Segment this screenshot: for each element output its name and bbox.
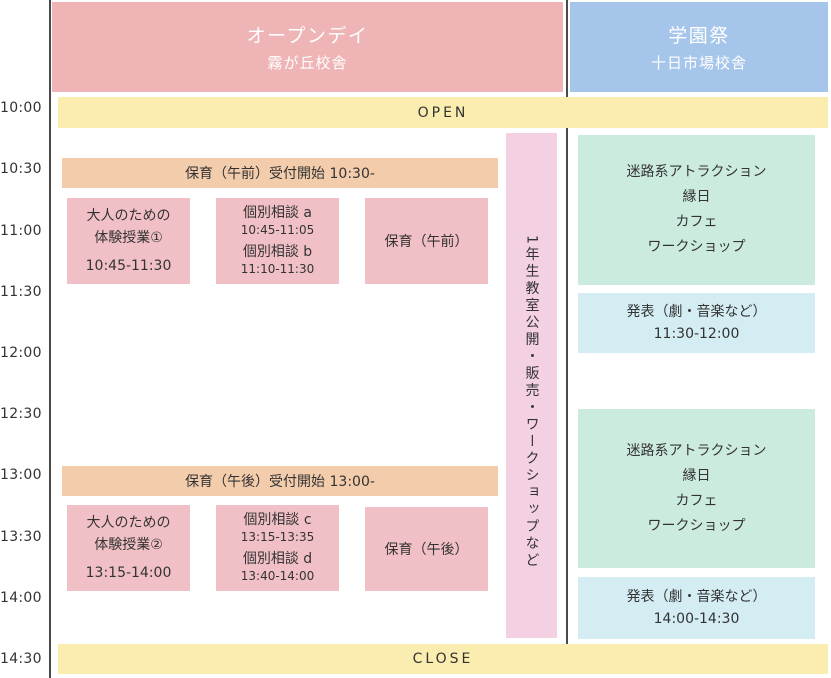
open-day-header: オープンデイ 霧が丘校舎 bbox=[52, 2, 563, 92]
attraction-maze: 迷路系アトラクション bbox=[626, 442, 767, 459]
consult-d-time: 13:40-14:00 bbox=[240, 568, 315, 583]
attraction-workshop: ワークショップ bbox=[647, 517, 746, 534]
afternoon-class-line1: 大人のための bbox=[86, 515, 171, 531]
presentation-time: 14:00-14:30 bbox=[653, 611, 740, 627]
consult-a-time: 10:45-11:05 bbox=[240, 222, 315, 237]
afternoon-childcare: 保育（午後） bbox=[365, 507, 488, 591]
attraction-festival-stalls: 縁日 bbox=[682, 467, 711, 484]
open-day-title: オープンデイ bbox=[246, 25, 369, 47]
time-label: 10:00 bbox=[0, 100, 42, 116]
afternoon-trial-class: 大人のための 体験授業② 13:15-14:00 bbox=[67, 505, 190, 591]
festival-title: 学園祭 bbox=[668, 25, 730, 47]
time-label: 13:00 bbox=[0, 467, 42, 483]
time-label: 13:30 bbox=[0, 529, 42, 545]
time-label: 11:00 bbox=[0, 223, 42, 239]
afternoon-childcare-reception: 保育（午後）受付開始 13:00- bbox=[62, 466, 498, 496]
time-label: 14:00 bbox=[0, 590, 42, 606]
open-bar: OPEN bbox=[58, 97, 828, 128]
consult-c-time: 13:15-13:35 bbox=[240, 529, 315, 544]
time-label: 12:30 bbox=[0, 406, 42, 422]
consult-d-label: 個別相談 d bbox=[242, 550, 313, 567]
divider-middle bbox=[566, 0, 568, 646]
morning-consultation: 個別相談 a 10:45-11:05 個別相談 b 11:10-11:30 bbox=[216, 198, 339, 284]
attraction-cafe: カフェ bbox=[675, 214, 718, 230]
divider-left bbox=[49, 0, 51, 678]
consult-b-label: 個別相談 b bbox=[242, 243, 313, 260]
festival-campus: 十日市場校舎 bbox=[650, 54, 747, 72]
time-label: 11:30 bbox=[0, 284, 42, 300]
afternoon-consultation: 個別相談 c 13:15-13:35 個別相談 d 13:40-14:00 bbox=[216, 505, 339, 591]
attraction-workshop: ワークショップ bbox=[647, 239, 746, 255]
close-bar: CLOSE bbox=[58, 644, 828, 674]
festival-header: 学園祭 十日市場校舎 bbox=[570, 2, 828, 92]
presentation-morning: 発表（劇・音楽など） 11:30-12:00 bbox=[578, 293, 815, 353]
attraction-maze: 迷路系アトラクション bbox=[626, 164, 767, 180]
afternoon-class-time: 13:15-14:00 bbox=[85, 565, 172, 581]
festival-attractions-morning: 迷路系アトラクション 縁日 カフェ ワークショップ bbox=[578, 135, 815, 285]
morning-class-time: 10:45-11:30 bbox=[85, 258, 172, 274]
classroom-open-text: 1年生教室公開・販売・ワークショップなど bbox=[523, 235, 540, 570]
consult-a-label: 個別相談 a bbox=[242, 204, 313, 221]
morning-childcare-reception: 保育（午前）受付開始 10:30- bbox=[62, 158, 498, 188]
consult-b-time: 11:10-11:30 bbox=[240, 261, 315, 276]
classroom-open-bar: 1年生教室公開・販売・ワークショップなど bbox=[506, 133, 557, 638]
open-day-campus: 霧が丘校舎 bbox=[267, 54, 348, 72]
consult-c-label: 個別相談 c bbox=[243, 511, 312, 528]
morning-class-line1: 大人のための bbox=[86, 208, 171, 224]
festival-attractions-afternoon: 迷路系アトラクション 縁日 カフェ ワークショップ bbox=[578, 409, 815, 568]
time-label: 12:00 bbox=[0, 345, 42, 361]
time-label: 10:30 bbox=[0, 161, 42, 177]
time-label: 14:30 bbox=[0, 651, 42, 667]
attraction-festival-stalls: 縁日 bbox=[682, 189, 711, 205]
morning-childcare: 保育（午前） bbox=[365, 198, 488, 284]
presentation-title: 発表（劇・音楽など） bbox=[626, 589, 767, 605]
morning-trial-class: 大人のための 体験授業① 10:45-11:30 bbox=[67, 198, 190, 284]
presentation-title: 発表（劇・音楽など） bbox=[626, 304, 767, 320]
presentation-time: 11:30-12:00 bbox=[653, 326, 740, 342]
presentation-afternoon: 発表（劇・音楽など） 14:00-14:30 bbox=[578, 577, 815, 639]
attraction-cafe: カフェ bbox=[675, 492, 718, 509]
afternoon-class-line2: 体験授業② bbox=[94, 537, 163, 553]
morning-class-line2: 体験授業① bbox=[94, 230, 163, 246]
